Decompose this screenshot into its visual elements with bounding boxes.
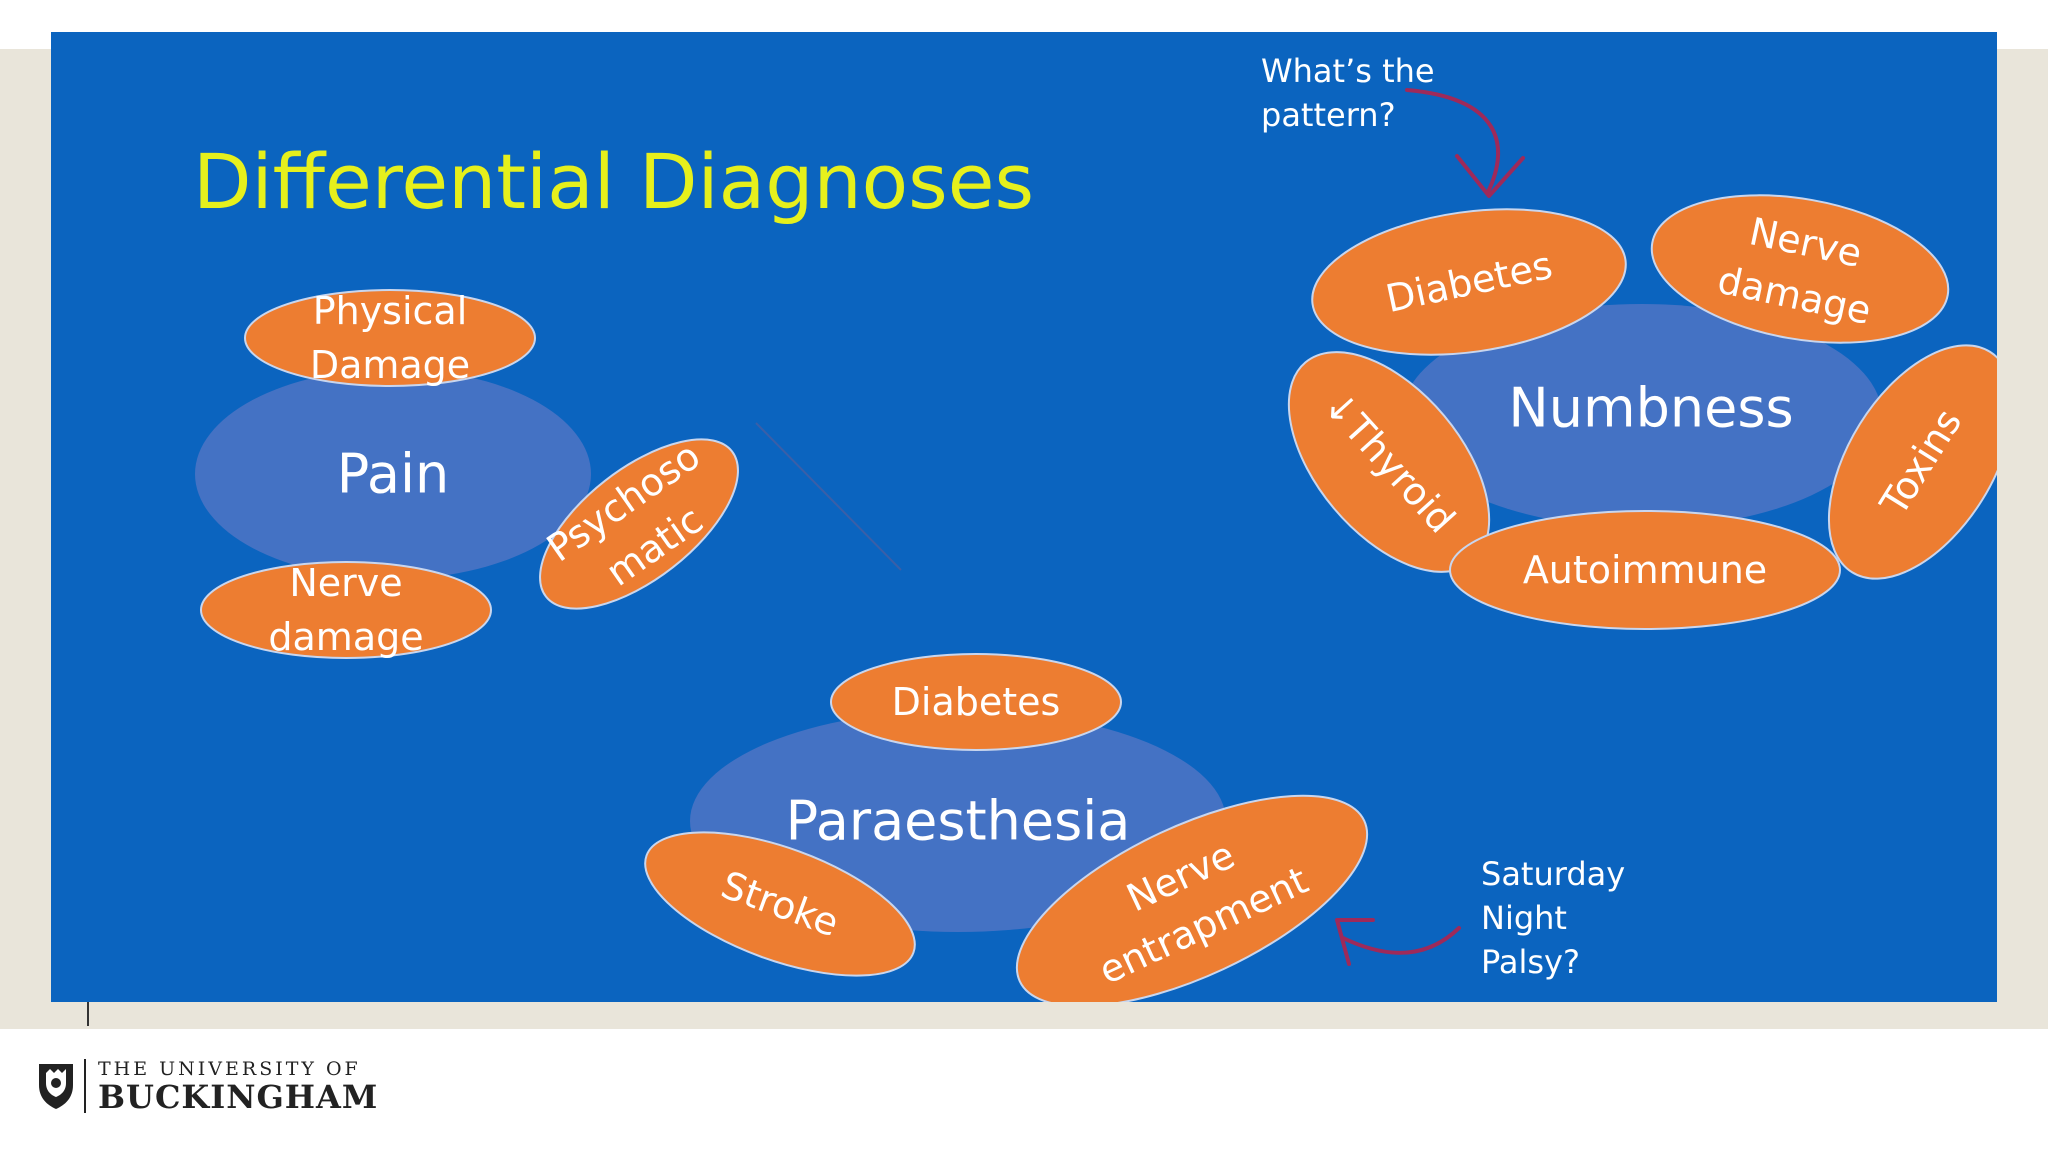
footer-line1: THE UNIVERSITY OF <box>98 1058 361 1080</box>
pain-nerve-damage-bubble <box>200 561 492 659</box>
shield-crest-icon <box>39 1064 73 1109</box>
numbness-diabetes-bubble <box>1311 208 1627 356</box>
university-logo: THE UNIVERSITY OF BUCKINGHAM <box>36 1056 378 1116</box>
slide-title: Differential Diagnoses <box>193 137 1035 226</box>
pattern-note: What’s the pattern? <box>1261 49 1435 137</box>
paraesthesia-diabetes-bubble <box>830 653 1122 751</box>
pain-center-label: Pain <box>336 442 450 506</box>
paraesthesia-stroke-bubble <box>644 831 916 977</box>
slide: Differential Diagnoses What’s the patter… <box>51 32 1997 1002</box>
saturday-arrow <box>1341 926 1461 955</box>
pattern-note-line: pattern? <box>1261 96 1396 134</box>
pattern-arrow <box>1405 88 1501 194</box>
numbness-center-ellipse <box>1402 304 1882 528</box>
saturday-note: Saturday Night Palsy? <box>1481 852 1625 984</box>
numbness-nerve-damage-bubble <box>1650 194 1950 344</box>
saturday-note-line: Saturday <box>1481 855 1626 893</box>
pain-nerve-damage-label: Nerve damage <box>268 561 424 659</box>
numbness-toxins-bubble <box>1827 344 1997 580</box>
numbness-autoimmune-bubble <box>1449 510 1841 630</box>
text-cursor <box>87 1002 89 1026</box>
pain-physical-damage-label: Physical Damage <box>309 289 471 387</box>
diagram-canvas <box>195 88 1997 1002</box>
pain-center-ellipse <box>195 369 591 579</box>
paraesthesia-center-label: Paraesthesia <box>785 789 1131 853</box>
saturday-note-line: Palsy? <box>1481 943 1580 981</box>
pattern-note-line: What’s the <box>1261 52 1435 90</box>
footer-divider <box>84 1059 86 1113</box>
pain-physical-damage-bubble <box>244 289 536 387</box>
saturday-note-line: Night <box>1481 899 1567 937</box>
numbness-center-label: Numbness <box>1508 376 1794 440</box>
paraesthesia-nerve-entrapment-bubble <box>1015 794 1369 1002</box>
paraesthesia-diabetes-label: Diabetes <box>891 680 1061 724</box>
pattern-arrowhead <box>1455 154 1525 198</box>
saturday-arrowhead <box>1335 918 1375 966</box>
numbness-autoimmune-label: Autoimmune <box>1522 548 1768 592</box>
footer-line2: BUCKINGHAM <box>98 1078 379 1116</box>
pain-psychosomatic-bubble <box>539 438 739 610</box>
footer-wordmark: THE UNIVERSITY OF BUCKINGHAM <box>98 1058 378 1114</box>
decorative-line <box>755 422 902 571</box>
